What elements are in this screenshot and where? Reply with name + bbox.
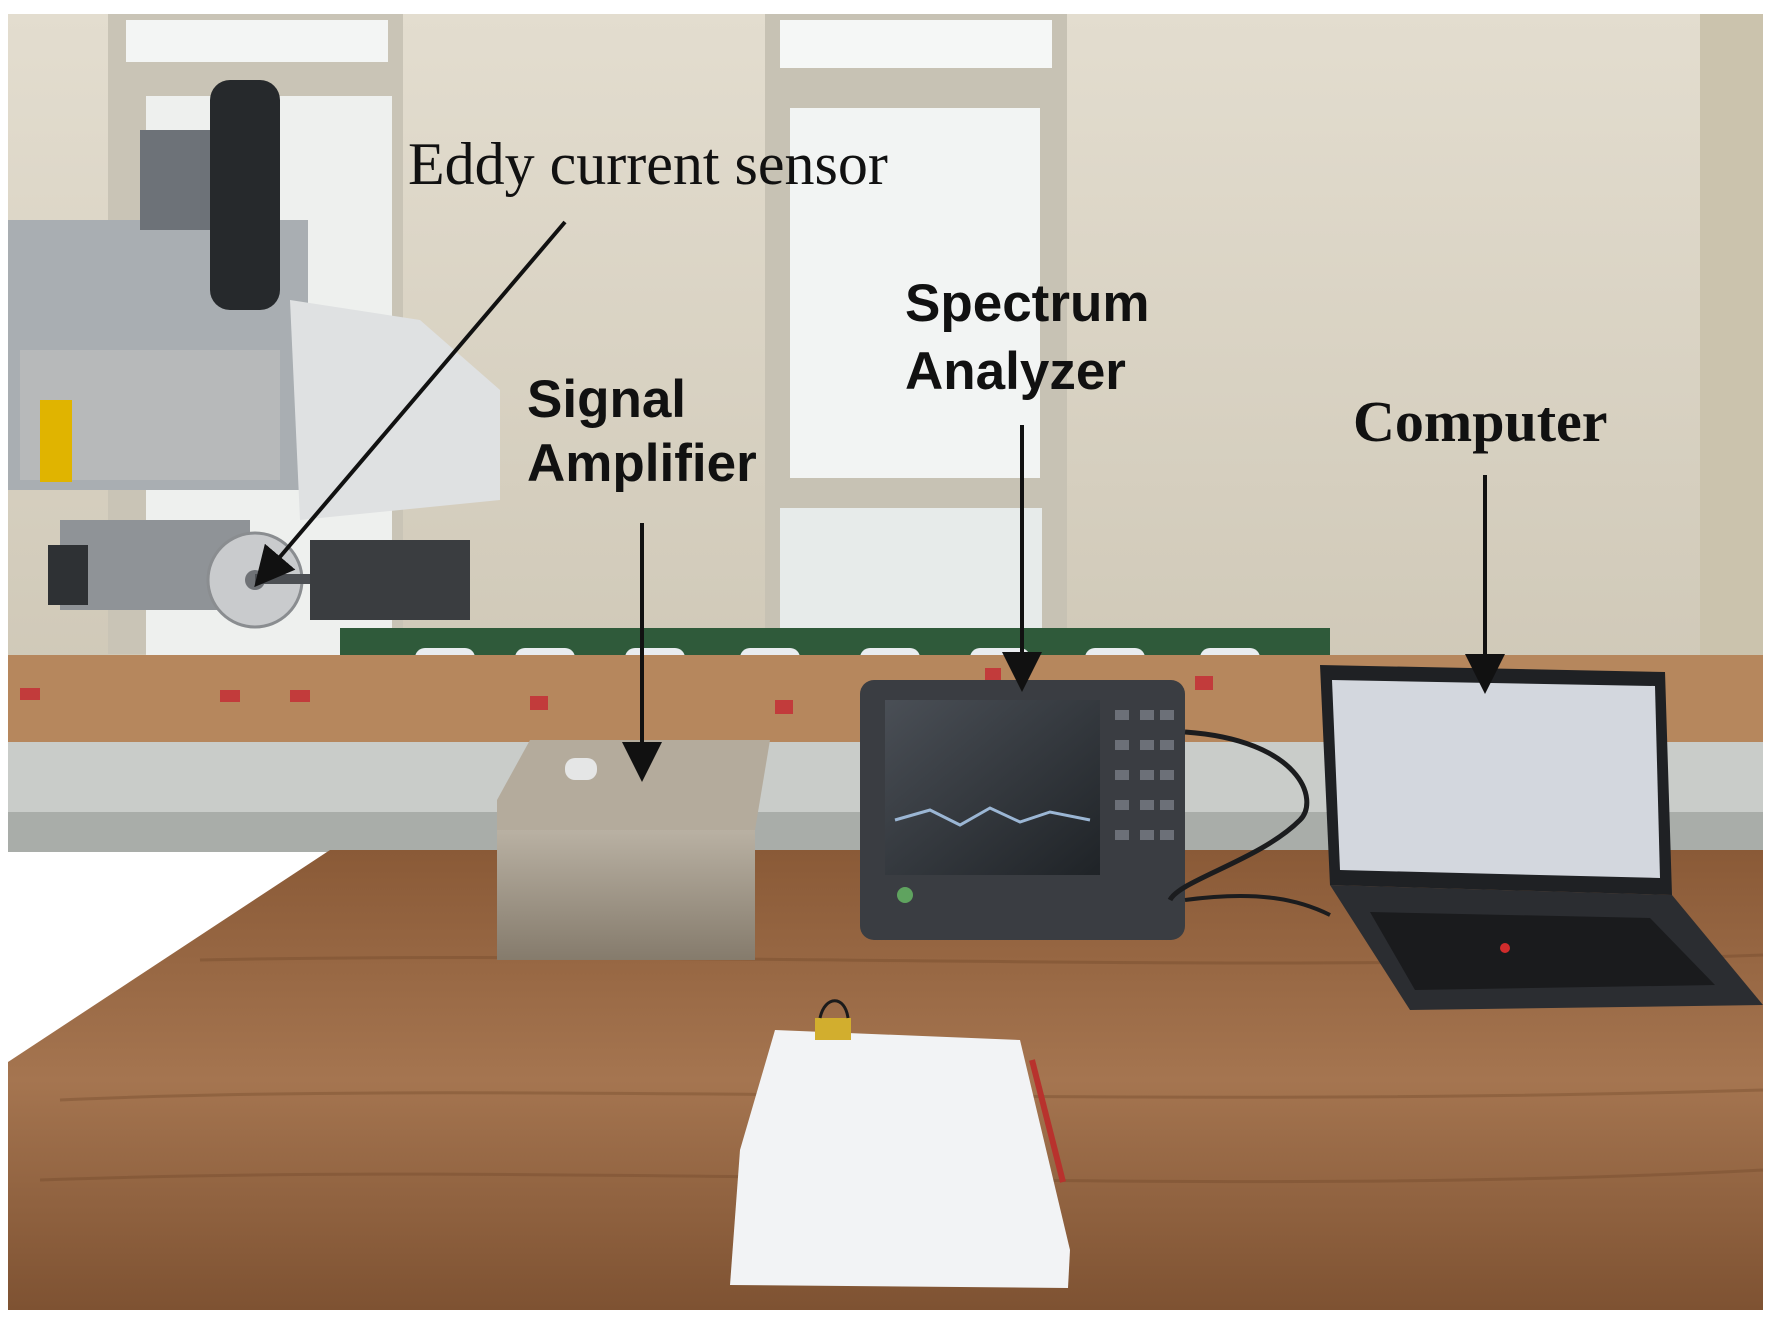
spectrum-analyzer-device bbox=[860, 680, 1185, 940]
laptop bbox=[1320, 665, 1763, 1010]
label-eddy-current-sensor: Eddy current sensor bbox=[408, 131, 888, 197]
paper bbox=[730, 999, 1070, 1288]
clamps bbox=[20, 668, 1213, 714]
cnc-machine bbox=[8, 80, 500, 629]
label-spectrum-analyzer-line1: Spectrum bbox=[905, 274, 1150, 333]
label-signal-amplifier-line2: Amplifier bbox=[527, 434, 757, 493]
label-computer: Computer bbox=[1353, 389, 1608, 454]
label-spectrum-analyzer: Spectrum Analyzer bbox=[905, 270, 1149, 406]
label-signal-amplifier-line1: Signal bbox=[527, 370, 687, 429]
annotation-arrows bbox=[254, 220, 1505, 782]
label-spectrum-analyzer-line2: Analyzer bbox=[905, 342, 1126, 401]
arrow-eddy-current-sensor bbox=[254, 220, 567, 588]
signal-amplifier-box bbox=[497, 740, 770, 960]
label-signal-amplifier: Signal Amplifier bbox=[527, 368, 757, 496]
